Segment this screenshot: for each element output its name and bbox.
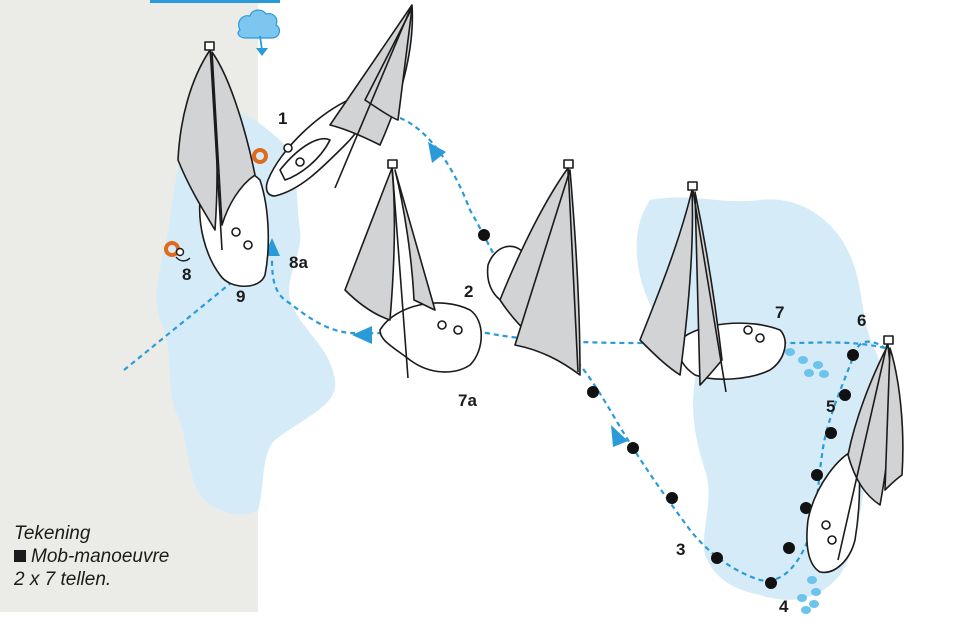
wake-bubble: [813, 361, 823, 369]
caption-legend: Mob-manoeuvre: [14, 545, 169, 568]
crew-head: [231, 227, 241, 237]
crew-head: [295, 157, 305, 167]
count-dot: [478, 229, 490, 241]
boat-position-7a: [344, 159, 482, 379]
count-dot: [783, 542, 795, 554]
masthead: [883, 335, 894, 345]
legend-square-icon: [14, 550, 26, 562]
jib-sail: [514, 169, 581, 376]
mast: [567, 164, 579, 373]
crew-head: [283, 143, 293, 153]
count-dot: [839, 389, 851, 401]
label-position-6: 6: [857, 311, 866, 330]
arrow-down-right-2: [611, 425, 628, 447]
wake-bubble: [797, 594, 807, 602]
boat-position-4: [806, 335, 904, 574]
jib-sail: [394, 169, 436, 311]
masthead: [687, 181, 698, 191]
count-dot: [587, 386, 599, 398]
mast: [209, 44, 223, 251]
boat-hull: [677, 322, 786, 380]
masthead: [563, 159, 574, 169]
wake-bubble: [807, 576, 817, 584]
jib-sail: [211, 51, 256, 226]
mast: [837, 339, 889, 561]
count-dot: [800, 502, 812, 514]
label-position-1: 1: [278, 109, 287, 128]
count-dot: [811, 469, 823, 481]
mast: [691, 184, 727, 393]
count-dot: [847, 349, 859, 361]
count-dot: [666, 492, 678, 504]
boat-position-7: [639, 181, 786, 393]
arrow-down-right: [428, 142, 446, 163]
count-dot: [627, 442, 639, 454]
caption-title: Tekening: [14, 523, 91, 544]
label-position-3: 3: [676, 540, 685, 559]
wake-bubble: [798, 356, 808, 364]
jib-sail: [364, 7, 413, 121]
count-dot: [711, 552, 723, 564]
mainsail: [639, 189, 694, 376]
wake-bubble: [785, 348, 795, 356]
masthead: [204, 41, 215, 51]
wake-bubble: [809, 600, 819, 608]
wake-bubble: [819, 370, 829, 378]
mast: [391, 164, 409, 379]
label-position-7: 7: [775, 303, 784, 322]
label-position-4: 4: [779, 597, 789, 616]
top-edge-line: [150, 0, 280, 3]
label-position-2: 2: [464, 282, 473, 301]
wake-bubble: [811, 588, 821, 596]
label-position-9: 9: [236, 287, 245, 306]
crew-head: [743, 325, 753, 335]
jib-sail: [884, 347, 904, 491]
crew-head: [821, 520, 831, 530]
label-position-5: 5: [826, 397, 835, 416]
arrow-left: [352, 326, 372, 344]
person-overboard-icon: [175, 247, 191, 262]
count-dot: [765, 577, 777, 589]
mainsail: [344, 167, 396, 321]
masthead: [387, 159, 398, 169]
route-main: [399, 116, 886, 582]
crew-head: [453, 325, 463, 335]
boat-cockpit: [279, 138, 331, 181]
wake-bubbles: [785, 348, 829, 614]
crew-head: [243, 240, 253, 250]
boat-position-2: [486, 159, 581, 376]
label-position-8a: 8a: [289, 253, 308, 272]
label-position-8: 8: [182, 265, 191, 284]
cloud-wind-icon: [237, 9, 281, 56]
wake-bubble: [804, 369, 814, 377]
mast: [334, 4, 413, 189]
crew-head: [827, 535, 837, 545]
boat-hull: [379, 302, 482, 373]
boat-hull: [806, 449, 861, 574]
caption: Tekening Mob-manoeuvre 2 x 7 tellen.: [14, 522, 169, 591]
crew-head: [437, 320, 447, 330]
caption-count: 2 x 7 tellen.: [14, 569, 112, 590]
route-approach: [123, 281, 233, 371]
boat-position-1: [265, 4, 414, 197]
boat-position-8: [177, 41, 270, 288]
count-dot: [825, 427, 837, 439]
label-position-7a: 7a: [458, 391, 477, 410]
crew-head: [755, 333, 765, 343]
wake-bubble: [801, 606, 811, 614]
caption-legend-text: Mob-manoeuvre: [31, 546, 170, 567]
